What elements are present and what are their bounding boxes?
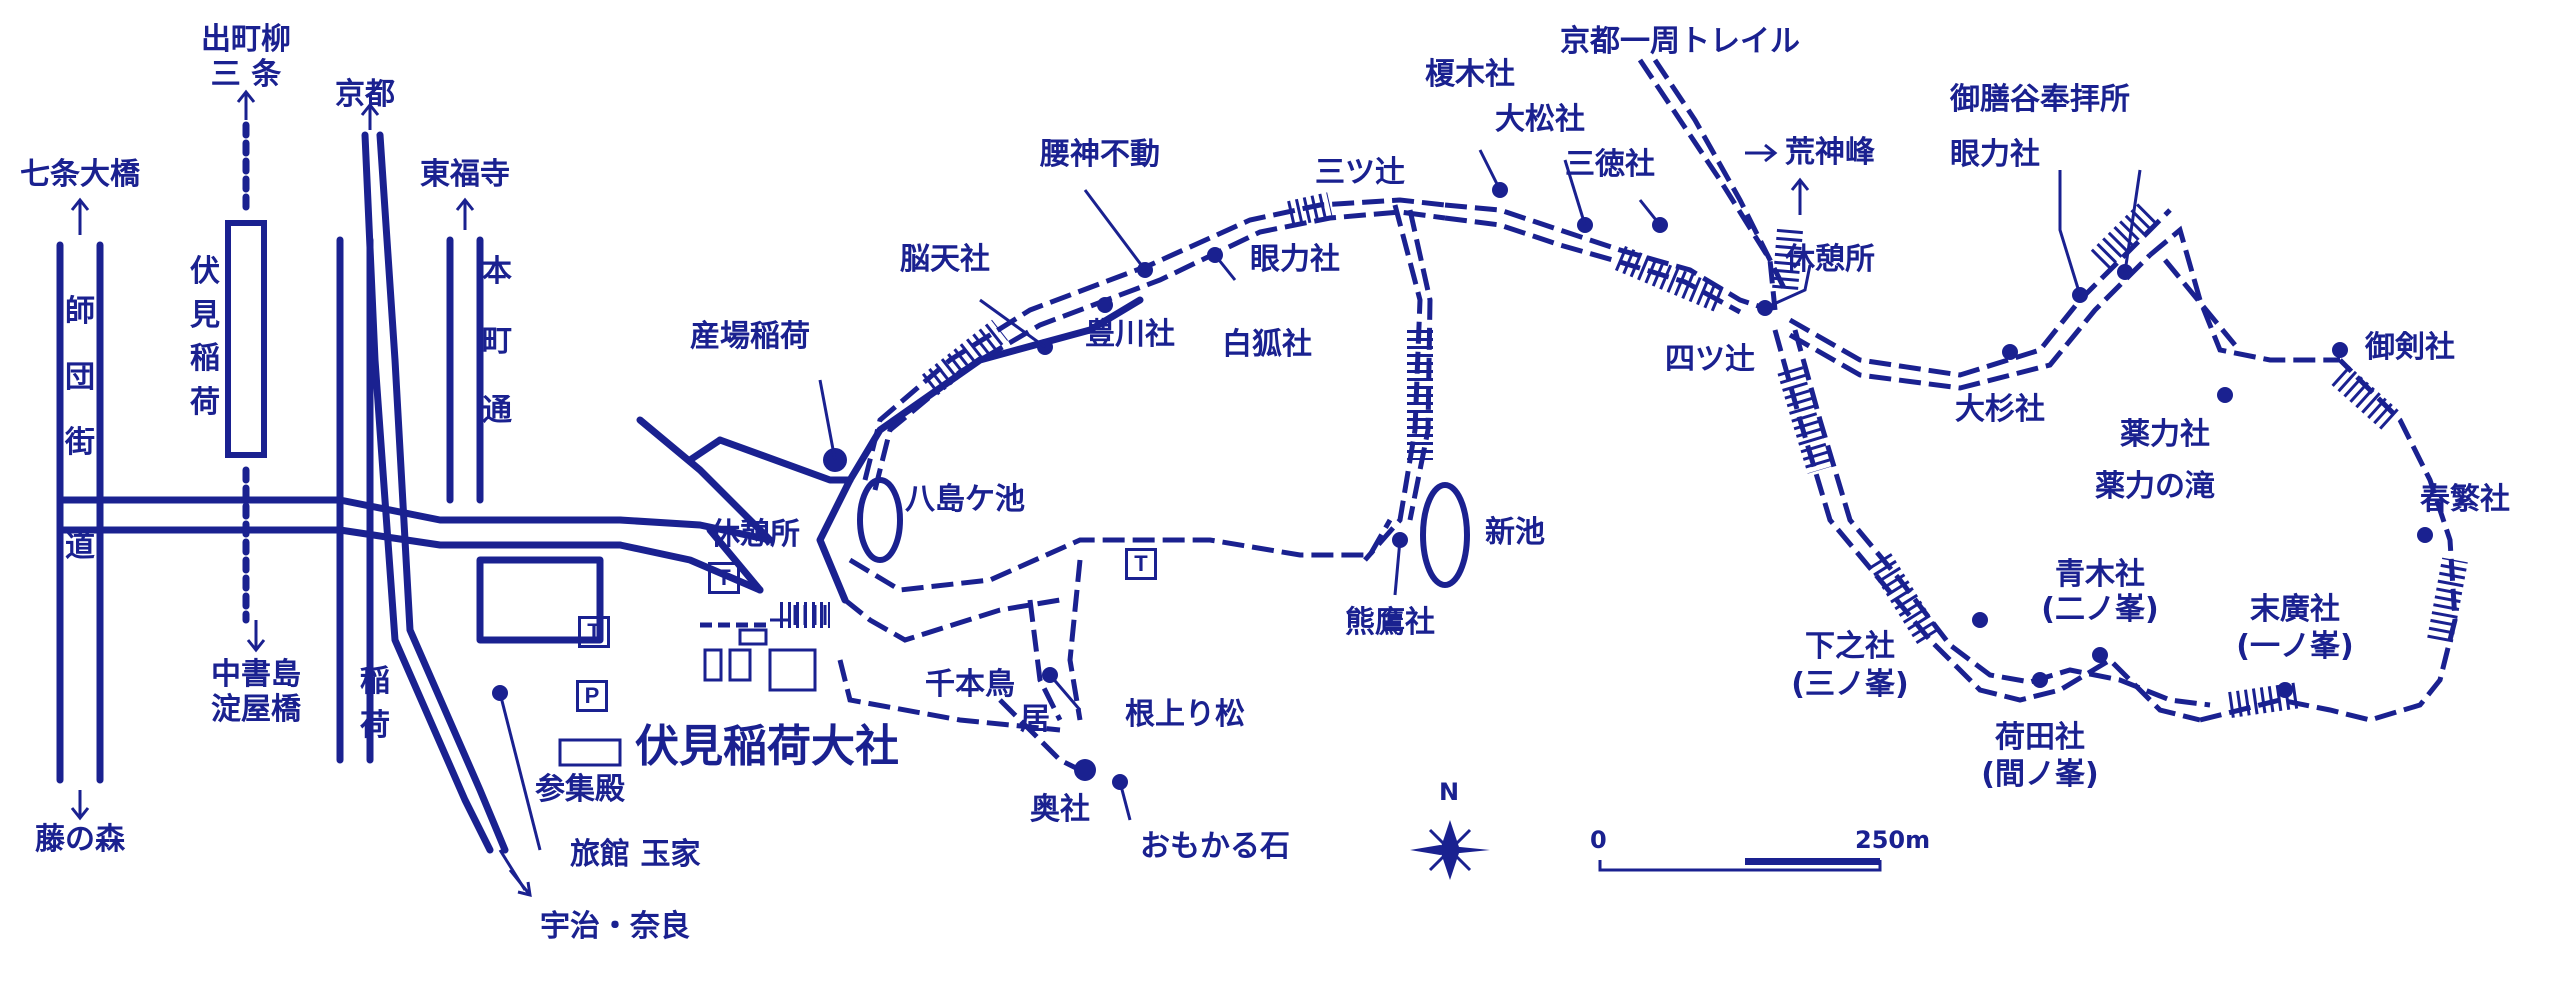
label-santoku: 三徳社 [1565, 147, 1655, 182]
toilet-icon-3: T [578, 616, 610, 648]
label-suehiro-sub: (一ノ峯) [2236, 629, 2354, 664]
road-network [56, 121, 1144, 854]
street-honmachi: 本 町 通 [482, 254, 512, 428]
scale-end-label: 250m [1855, 826, 1931, 854]
station-fushimiinari: 伏 見 稲 荷 [190, 254, 220, 420]
scale-zero-label: 0 [1590, 826, 1607, 854]
dir-demachi1: 出町柳 [201, 22, 291, 57]
label-shimonosha-sub: (三ノ峯) [1791, 667, 1909, 702]
dir-arakami: 荒神峰 [1785, 135, 1875, 170]
dir-demachi2: 三 条 [210, 57, 282, 92]
label-aoki: 青木社 [2055, 557, 2145, 592]
dir-shichijo: 七条大橋 [20, 157, 140, 192]
toilet-icon: T [708, 562, 740, 594]
label-omokaru: おもかる石 [1140, 829, 1290, 864]
label-omatsu: 大松社 [1495, 102, 1585, 137]
label-neagarimatsu: 根上り松 [1125, 697, 1245, 732]
label-toyokawa: 豊川社 [1085, 317, 1175, 352]
label-shinike: 新池 [1485, 515, 1545, 550]
dir-trail: 京都一周トレイル [1560, 24, 1800, 59]
marker-suehiro [2277, 682, 2293, 698]
marker-toyokawa [1097, 297, 1113, 313]
label-ryokan: 旅館 玉家 [570, 837, 701, 872]
scale-bar [1598, 858, 1882, 872]
label-kyukeisho1: 休憩所 [1785, 242, 1875, 277]
street-shidan: 師 団 街 道 [65, 294, 95, 564]
leader-lines [498, 149, 2142, 891]
toilet-icon-2: T [1125, 548, 1157, 580]
direction-arrows [70, 89, 1810, 898]
buildings [558, 605, 827, 767]
dir-kyoto: 京都 [335, 77, 395, 112]
label-enoki: 榎木社 [1425, 57, 1515, 92]
parking-icon: P [576, 680, 608, 712]
label-ubaba: 産場稲荷 [690, 319, 810, 354]
station-inari: 稲 荷 [360, 664, 390, 743]
label-ganriki2: 眼力社 [1950, 137, 2040, 172]
label-yakuriki: 薬力社 [2120, 417, 2210, 452]
label-sanshuden: 参集殿 [535, 772, 625, 807]
dir-chushojima2: 淀屋橋 [211, 692, 301, 727]
label-kada: 荷田社 [1995, 720, 2085, 755]
marker-osugi [2002, 344, 2018, 360]
dir-fujinomori: 藤の森 [35, 822, 125, 857]
label-senbon1: 千本鳥 [925, 667, 1015, 702]
label-kada-sub: (間ノ峯) [1981, 757, 2099, 792]
label-shimonosha: 下之社 [1805, 629, 1895, 664]
ponds [857, 477, 1470, 588]
marker-shimonosha [1972, 612, 1988, 628]
marker-yakuriki [2217, 387, 2233, 403]
label-mitsurugi: 御剣社 [2365, 330, 2455, 365]
marker-harushige [2417, 527, 2433, 543]
label-osugi: 大杉社 [1955, 392, 2045, 427]
label-yakuriki-taki: 薬力の滝 [2095, 469, 2215, 504]
label-mitsutsuji: 三ツ辻 [1315, 155, 1405, 190]
label-kyukeisho2: 休憩所 [710, 517, 800, 552]
dir-tofukuji: 東福寺 [420, 157, 510, 192]
label-harushige: 春繁社 [2420, 482, 2510, 517]
marker-okusha [1074, 759, 1096, 781]
label-noten: 脳天社 [900, 242, 990, 277]
compass-rose [1410, 820, 1490, 880]
dir-chushojima1: 中書島 [211, 657, 301, 692]
marker-aoki [2092, 647, 2108, 663]
dir-uji: 宇治・奈良 [540, 909, 690, 944]
compass-north-label: N [1439, 778, 1460, 806]
marker-kada [2032, 672, 2048, 688]
label-yotsutsuji: 四ツ辻 [1665, 342, 1755, 377]
label-ganriki1: 眼力社 [1250, 242, 1340, 277]
label-kumataka: 熊鷹社 [1345, 605, 1435, 640]
label-aoki-sub: (二ノ峯) [2041, 592, 2159, 627]
label-senbon2: 居 [1020, 702, 1050, 737]
label-suehiro: 末廣社 [2250, 592, 2340, 627]
label-byakko: 白狐社 [1222, 327, 1312, 362]
label-main-shrine: 伏見稲荷大社 [635, 721, 899, 772]
marker-mitsurugi [2332, 342, 2348, 358]
label-koshigami: 腰神不動 [1040, 137, 1160, 172]
label-okusha: 奥社 [1030, 792, 1090, 827]
label-gozendani: 御膳谷奉拝所 [1950, 82, 2130, 117]
label-yashimagaike: 八島ケ池 [905, 482, 1025, 517]
trail-network [780, 58, 2468, 773]
